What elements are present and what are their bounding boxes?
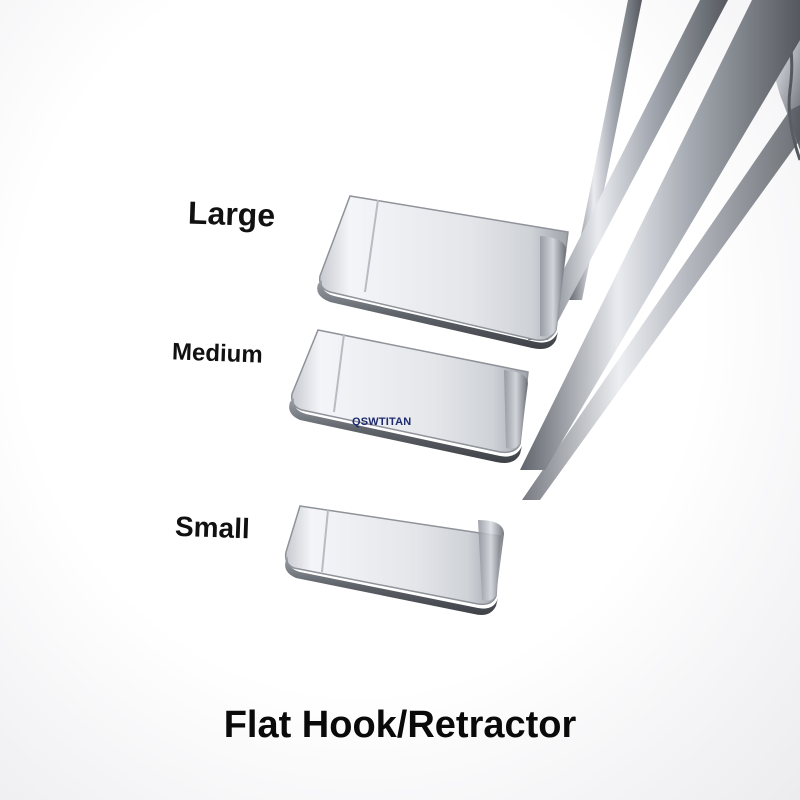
rod-medium [528, 0, 728, 340]
blade-medium [289, 329, 529, 463]
brand-watermark: QSWTITAN [352, 416, 412, 428]
rod-small [520, 0, 800, 500]
product-caption: Flat Hook/Retractor [223, 704, 577, 746]
size-label-medium: Medium [171, 338, 264, 369]
size-label-large: Large [187, 194, 276, 234]
blade-small [284, 505, 504, 615]
blade-large [317, 195, 569, 349]
size-label-small: Small [174, 510, 251, 545]
